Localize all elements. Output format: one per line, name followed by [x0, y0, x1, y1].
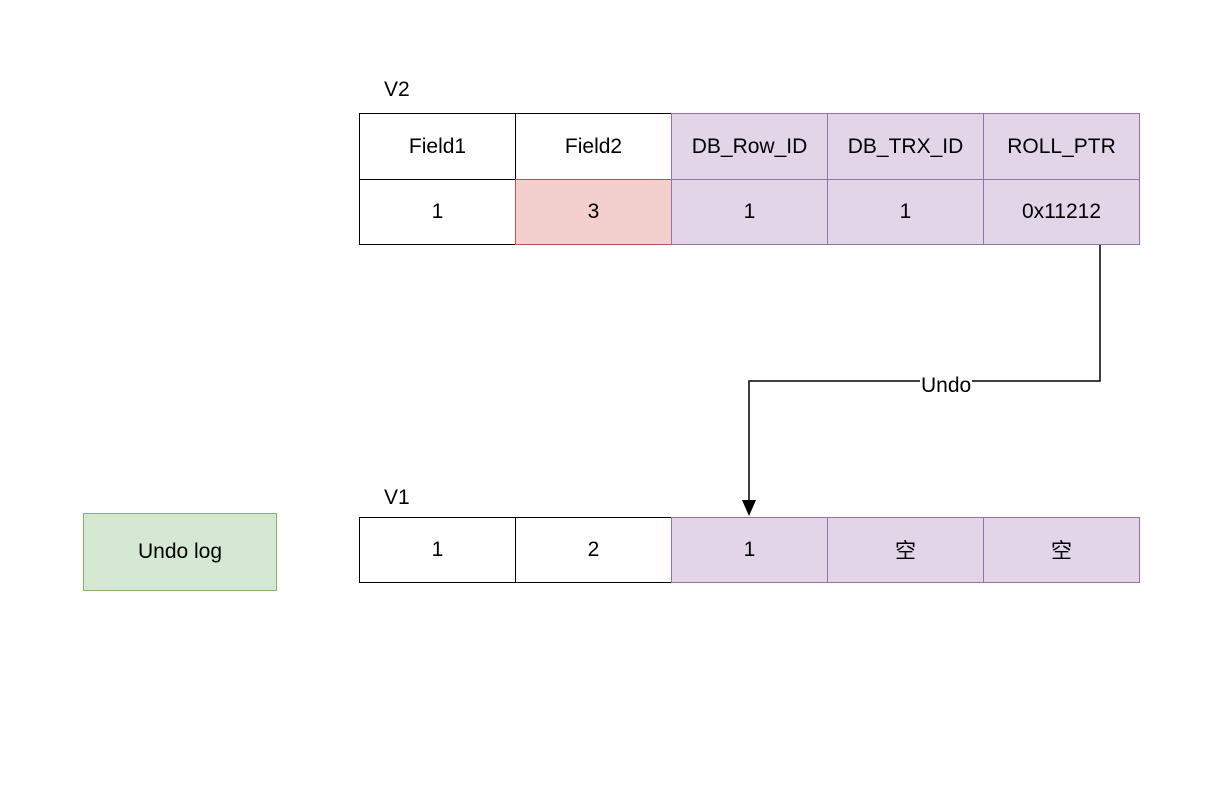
v1-value-db-trx-id: 空	[827, 517, 984, 583]
v2-header-roll-ptr: ROLL_PTR	[983, 113, 1140, 180]
v1-value-field1: 1	[359, 517, 516, 583]
undo-edge-label: Undo	[920, 374, 973, 398]
undo-log-legend: Undo log	[83, 513, 277, 591]
v1-label: V1	[384, 486, 410, 509]
v2-label: V2	[384, 78, 410, 101]
v1-value-db-row-id: 1	[671, 517, 828, 583]
v1-value-roll-ptr: 空	[983, 517, 1140, 583]
v2-value-roll-ptr: 0x11212	[983, 179, 1140, 245]
v2-value-field1: 1	[359, 179, 516, 245]
arrow-head-icon	[742, 500, 756, 516]
v2-value-db-row-id: 1	[671, 179, 828, 245]
v1-value-field2: 2	[515, 517, 672, 583]
v2-value-db-trx-id: 1	[827, 179, 984, 245]
v2-value-field2: 3	[515, 179, 672, 245]
v2-header-db-trx-id: DB_TRX_ID	[827, 113, 984, 180]
